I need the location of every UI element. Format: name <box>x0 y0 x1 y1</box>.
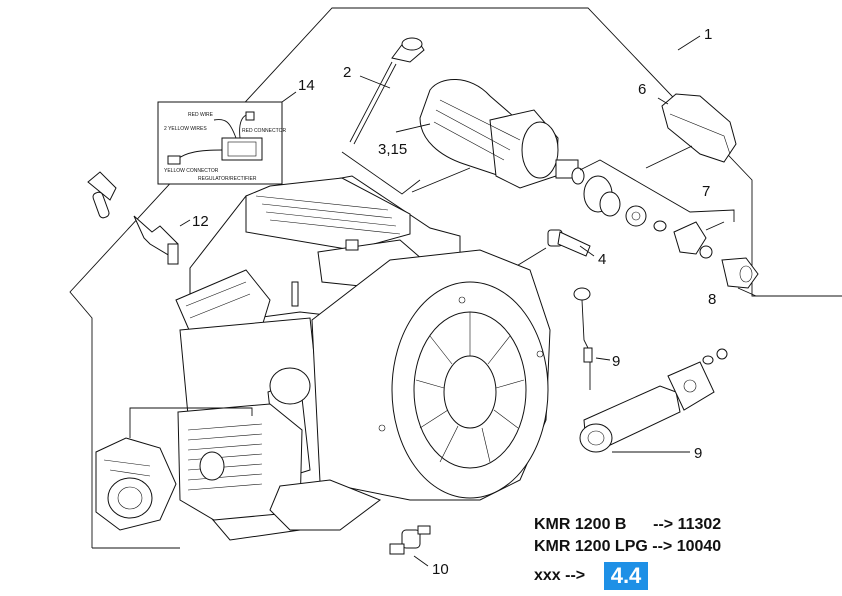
spark-plug-assembly <box>87 171 179 265</box>
inset-red-connector-label: RED CONNECTOR <box>242 128 286 134</box>
inset-yellow-connector-label: YELLOW CONNECTOR <box>164 168 219 174</box>
callout-9-lower: 9 <box>694 445 702 462</box>
callout-2: 2 <box>343 64 351 81</box>
callout-3-15: 3,15 <box>378 141 407 158</box>
callout-7: 7 <box>702 183 710 200</box>
inset-yellow-wires-label: 2 YELLOW WIRES <box>164 126 207 132</box>
inset-red-wire-label: RED WIRE <box>188 112 214 118</box>
callout-14: 14 <box>298 77 315 94</box>
carburetor <box>95 437 177 531</box>
cross-reference-prefix: xxx --> <box>534 567 586 584</box>
dipstick <box>349 37 425 145</box>
callout-10: 10 <box>432 561 449 578</box>
callout-8: 8 <box>708 291 716 308</box>
fan-housing <box>269 249 551 531</box>
callout-4: 4 <box>598 251 606 268</box>
section-badge[interactable]: 4.4 <box>604 562 648 590</box>
starter-gear-parts <box>583 175 725 259</box>
callout-1: 1 <box>704 26 712 43</box>
regulator-rectifier-body <box>221 137 263 161</box>
inset-regulator-label: REGULATOR/RECTIFIER <box>198 176 257 182</box>
bolt-part <box>547 229 591 257</box>
intake-manifold <box>579 348 728 453</box>
starter-motor <box>419 78 585 189</box>
callout-12: 12 <box>192 213 209 230</box>
model-reference-line-2: KMR 1200 LPG --> 10040 <box>534 538 722 555</box>
air-filter-cover <box>661 93 737 163</box>
model-reference-line-1: KMR 1200 B --> 11302 <box>534 516 722 533</box>
callout-9-upper: 9 <box>612 353 620 370</box>
sensor-with-wire <box>573 287 593 390</box>
fuel-fitting <box>389 525 431 555</box>
callout-6: 6 <box>638 81 646 98</box>
